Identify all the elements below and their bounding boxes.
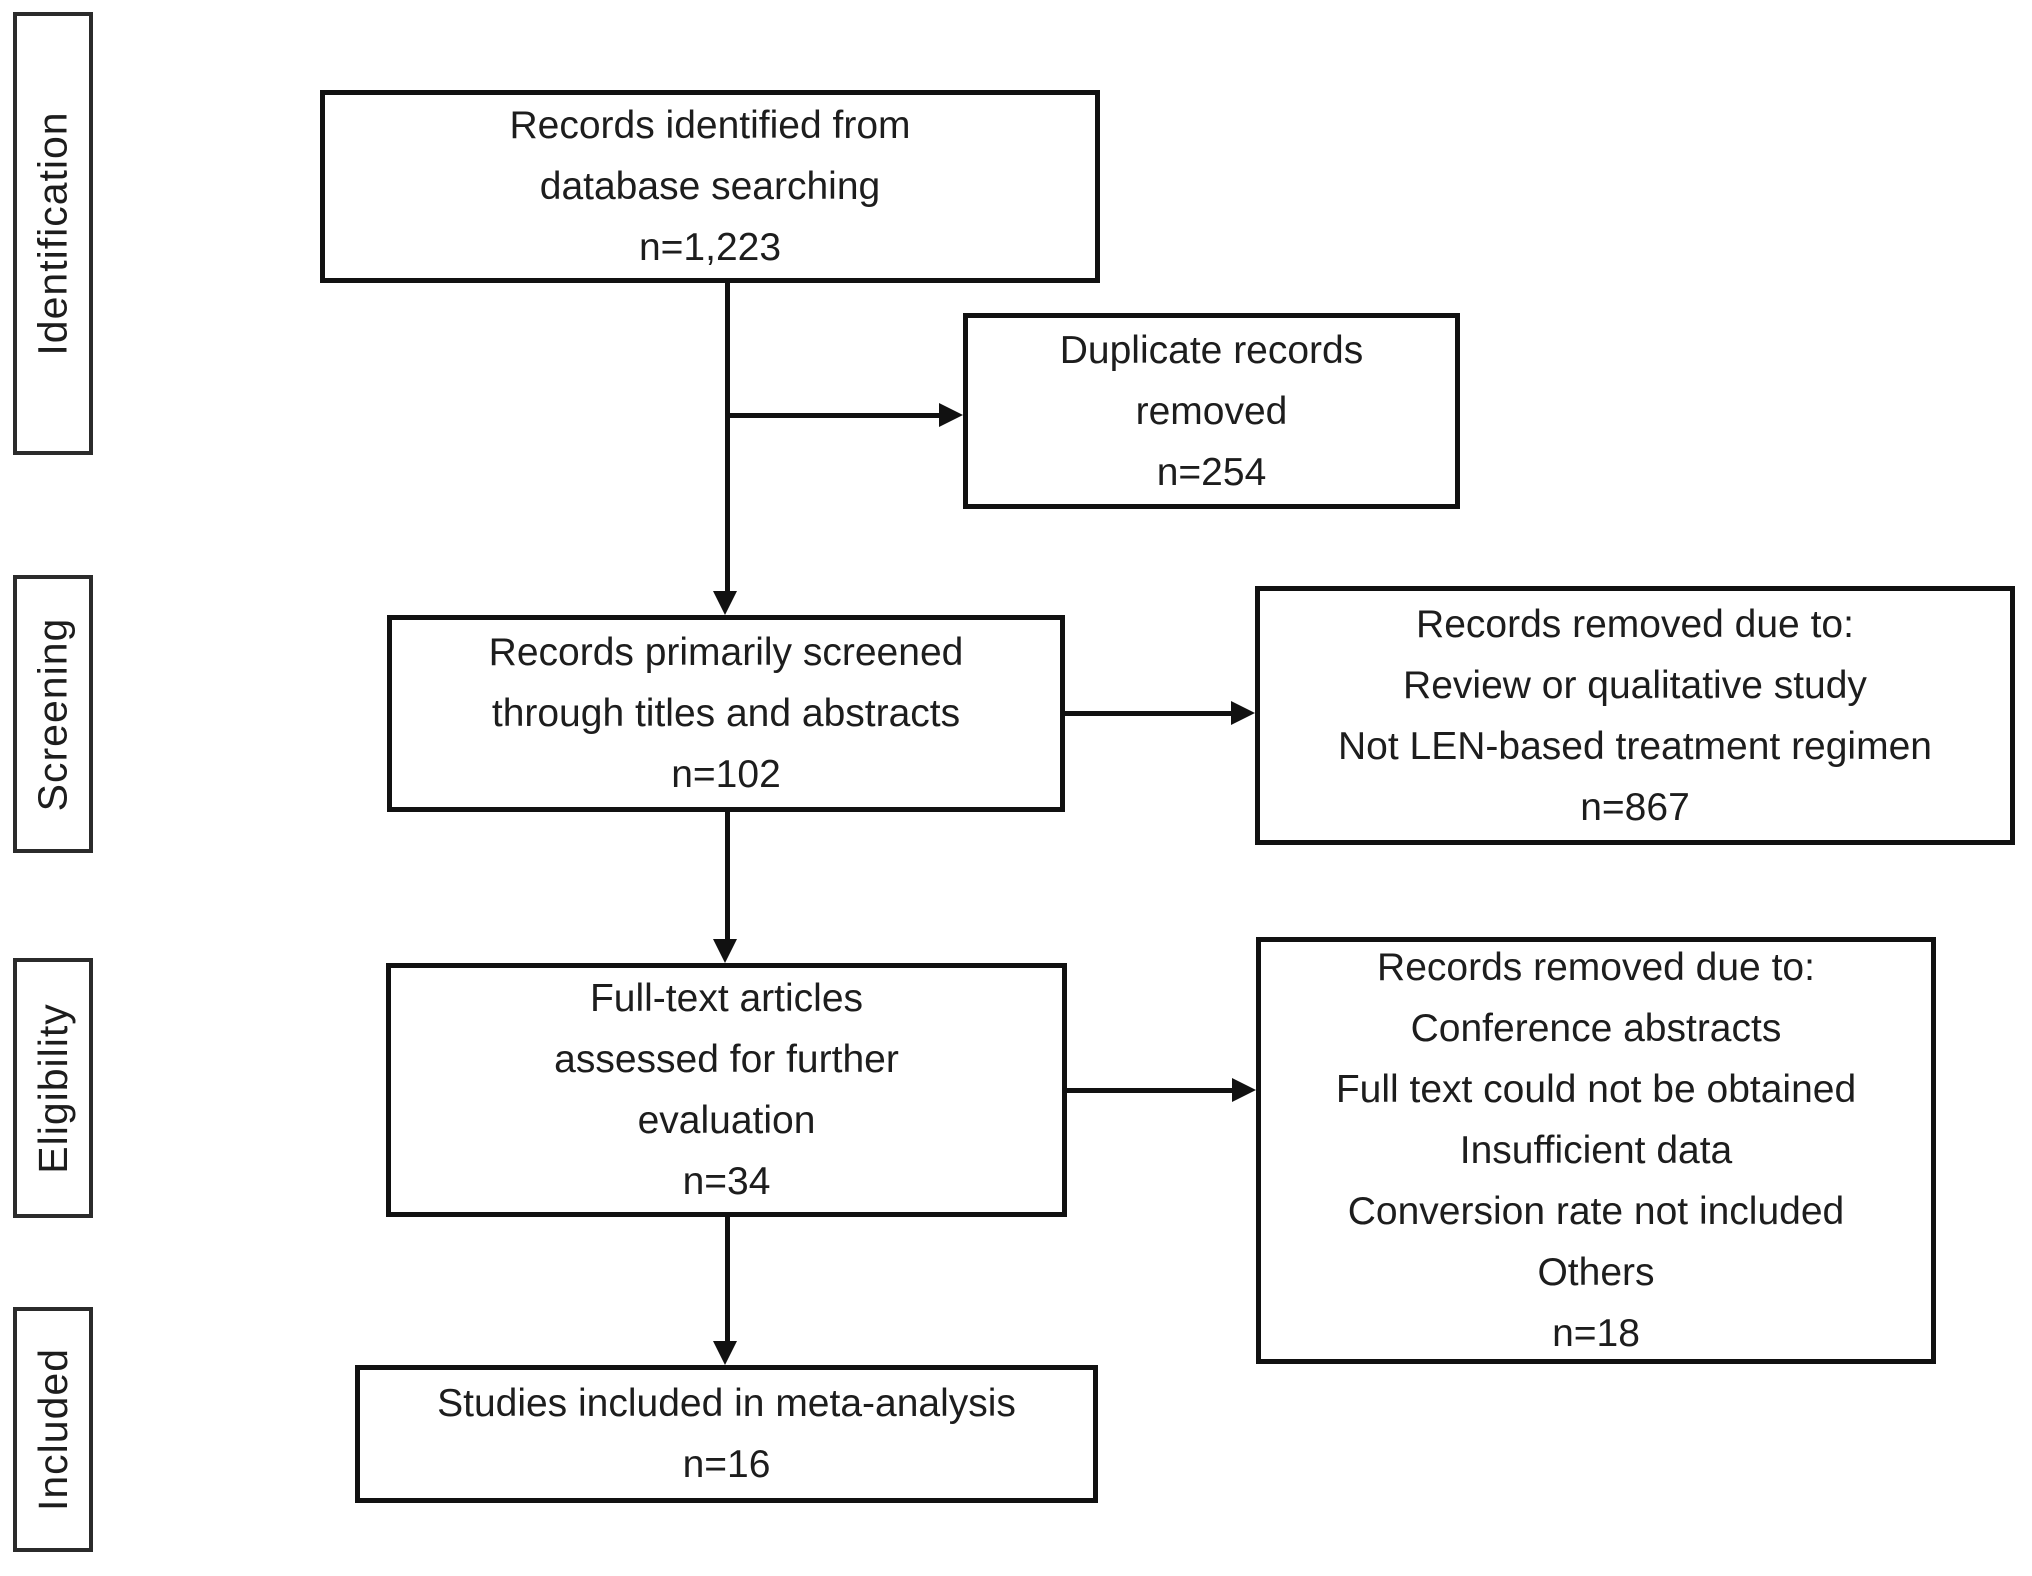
stage-label-included: Included — [13, 1307, 93, 1552]
box-text-line: assessed for further — [554, 1038, 899, 1081]
box-text-line: Records identified from — [509, 104, 911, 147]
box-text-line: removed — [1135, 389, 1288, 433]
box-text-line: Conference abstracts — [1410, 1007, 1782, 1050]
box-records-screened: Records primarily screened through title… — [387, 615, 1065, 812]
box-text-line: Full text could not be obtained — [1335, 1068, 1857, 1111]
box-count: n=102 — [671, 753, 781, 796]
arrowhead-down-icon — [713, 939, 737, 963]
box-count: n=1,223 — [638, 226, 782, 269]
box-records-identified: Records identified from database searchi… — [320, 90, 1100, 283]
stage-label-screening: Screening — [13, 575, 93, 853]
box-text-line: Conversion rate not included — [1347, 1190, 1845, 1233]
connector-fulltext-to-included — [725, 1217, 730, 1341]
arrowhead-down-icon — [713, 1341, 737, 1365]
connector-screened-to-fulltext — [725, 812, 730, 939]
box-screening-exclusions: Records removed due to: Review or qualit… — [1255, 586, 2015, 845]
arrowhead-right-icon — [1231, 701, 1255, 725]
connector-identified-to-screened — [725, 283, 730, 595]
stage-label-text: Included — [29, 1347, 76, 1512]
box-text-line: Not LEN-based treatment regimen — [1338, 724, 1932, 768]
stage-label-text: Eligibility — [29, 1002, 76, 1174]
box-fulltext-exclusions: Records removed due to: Conference abstr… — [1256, 937, 1936, 1364]
stage-label-identification: Identification — [13, 12, 93, 455]
box-text-line: Others — [1537, 1251, 1655, 1294]
box-count: n=867 — [1580, 785, 1690, 829]
box-text-line: Full-text articles — [589, 977, 864, 1020]
box-text-line: Records primarily screened — [488, 631, 964, 674]
box-count: n=18 — [1552, 1312, 1640, 1355]
box-text-line: Studies included in meta-analysis — [437, 1382, 1016, 1425]
box-fulltext-assessed: Full-text articles assessed for further … — [386, 963, 1067, 1217]
arrowhead-down-icon — [713, 591, 737, 615]
arrowhead-right-icon — [1232, 1078, 1256, 1102]
connector-identified-to-duplicates — [725, 413, 941, 418]
box-studies-included: Studies included in meta-analysis n=16 — [355, 1365, 1098, 1503]
connector-screened-to-exclusions — [1065, 711, 1231, 716]
box-count: n=16 — [682, 1443, 771, 1486]
arrowhead-right-icon — [939, 403, 963, 427]
box-text-line: Records removed due to: — [1377, 946, 1815, 989]
box-text-line: Duplicate records — [1059, 328, 1364, 372]
stage-label-text: Identification — [29, 111, 76, 356]
connector-fulltext-to-exclusions — [1067, 1088, 1232, 1093]
box-text-line: evaluation — [637, 1099, 816, 1142]
stage-label-eligibility: Eligibility — [13, 958, 93, 1218]
box-duplicate-records-removed: Duplicate records removed n=254 — [963, 313, 1460, 509]
box-text-line: Records removed due to: — [1416, 602, 1854, 646]
stage-label-text: Screening — [29, 617, 76, 811]
box-text-line: database searching — [539, 165, 881, 208]
box-text-line: through titles and abstracts — [491, 692, 961, 735]
box-text-line: Insufficient data — [1459, 1129, 1733, 1172]
box-count: n=254 — [1156, 450, 1267, 494]
box-text-line: Review or qualitative study — [1403, 663, 1867, 707]
box-count: n=34 — [682, 1160, 771, 1203]
